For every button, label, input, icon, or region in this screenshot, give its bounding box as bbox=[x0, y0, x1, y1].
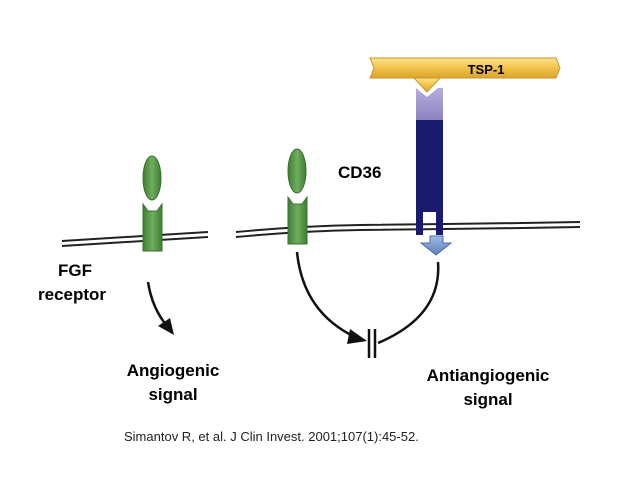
fgf-receptor-label-line2: receptor bbox=[38, 285, 106, 304]
cd36-receptor bbox=[416, 88, 453, 256]
tsp1-ligand: TSP-1 bbox=[369, 57, 561, 93]
fgf-ligand-middle bbox=[287, 148, 307, 194]
cd36-signal-arrow bbox=[419, 235, 453, 256]
cd36-body bbox=[416, 120, 443, 235]
tsp1-label: TSP-1 bbox=[468, 62, 505, 77]
fgf-receptor-body-left bbox=[142, 202, 163, 252]
antiangiogenic-label-line1: Antiangiogenic bbox=[427, 366, 550, 385]
fgf-ligand-left bbox=[142, 155, 162, 201]
inhibition-pathway bbox=[295, 251, 440, 358]
angiogenic-label-line2: signal bbox=[148, 385, 197, 404]
fgf-receptor-middle bbox=[287, 148, 308, 245]
angiogenic-label-line1: Angiogenic bbox=[127, 361, 220, 380]
membrane-left bbox=[61, 231, 209, 247]
fgf-receptor-body-middle bbox=[287, 195, 308, 245]
antiangiogenic-label-line2: signal bbox=[463, 390, 512, 409]
fgf-receptor-left bbox=[142, 155, 163, 252]
angiogenic-arrow bbox=[146, 281, 174, 335]
citation: Simantov R, et al. J Clin Invest. 2001;1… bbox=[124, 429, 419, 444]
fgf-receptor-label-line1: FGF bbox=[58, 261, 92, 280]
cd36-label: CD36 bbox=[338, 163, 381, 182]
cd36-inhibition-curve bbox=[377, 261, 440, 345]
fgf-signal-arrowhead bbox=[347, 329, 367, 344]
cd36-extracellular bbox=[416, 88, 443, 120]
fgf-signal-curve bbox=[295, 251, 356, 339]
membrane-right bbox=[235, 221, 581, 238]
